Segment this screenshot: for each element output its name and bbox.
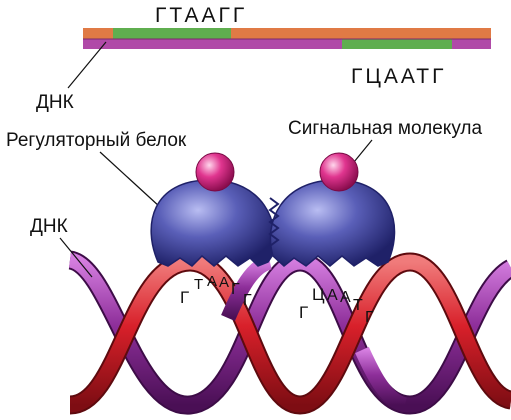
- regulatory-protein-left: [151, 180, 274, 266]
- signal-molecule-label: Сигнальная молекула: [288, 118, 482, 139]
- protein-label: Регуляторный белок: [6, 130, 187, 151]
- site-letter: Г: [180, 288, 189, 307]
- site-letter: А: [340, 289, 351, 306]
- site-letter: Ц: [312, 285, 325, 304]
- bottom-dna-helix: [70, 260, 511, 405]
- signal-molecule-right: [320, 153, 358, 191]
- purple-strand-over-segment: [362, 350, 405, 405]
- site-letter: Г: [299, 303, 308, 322]
- bottom-sequence-label: ГЦААТГ: [351, 65, 446, 88]
- site-letter: А: [207, 273, 217, 290]
- site-letter: А: [219, 274, 229, 291]
- bottom-dna-label: ДНК: [30, 216, 68, 237]
- top-dna-label: ДНК: [36, 92, 74, 113]
- top-dna-double-strand: [83, 28, 491, 49]
- site-letter: А: [327, 287, 338, 304]
- site-letter: Г: [365, 309, 374, 326]
- signal-molecule-left: [196, 153, 234, 191]
- top-sequence-label: ГТААГГ: [155, 4, 247, 27]
- bottom-binding-site: [342, 39, 452, 49]
- site-letter: Т: [353, 297, 363, 314]
- top-binding-site: [113, 28, 231, 39]
- regulatory-protein-right: [270, 180, 394, 266]
- site-letter: Г: [231, 281, 240, 298]
- site-letter: Т: [194, 276, 203, 293]
- site-letter: Г: [243, 292, 252, 309]
